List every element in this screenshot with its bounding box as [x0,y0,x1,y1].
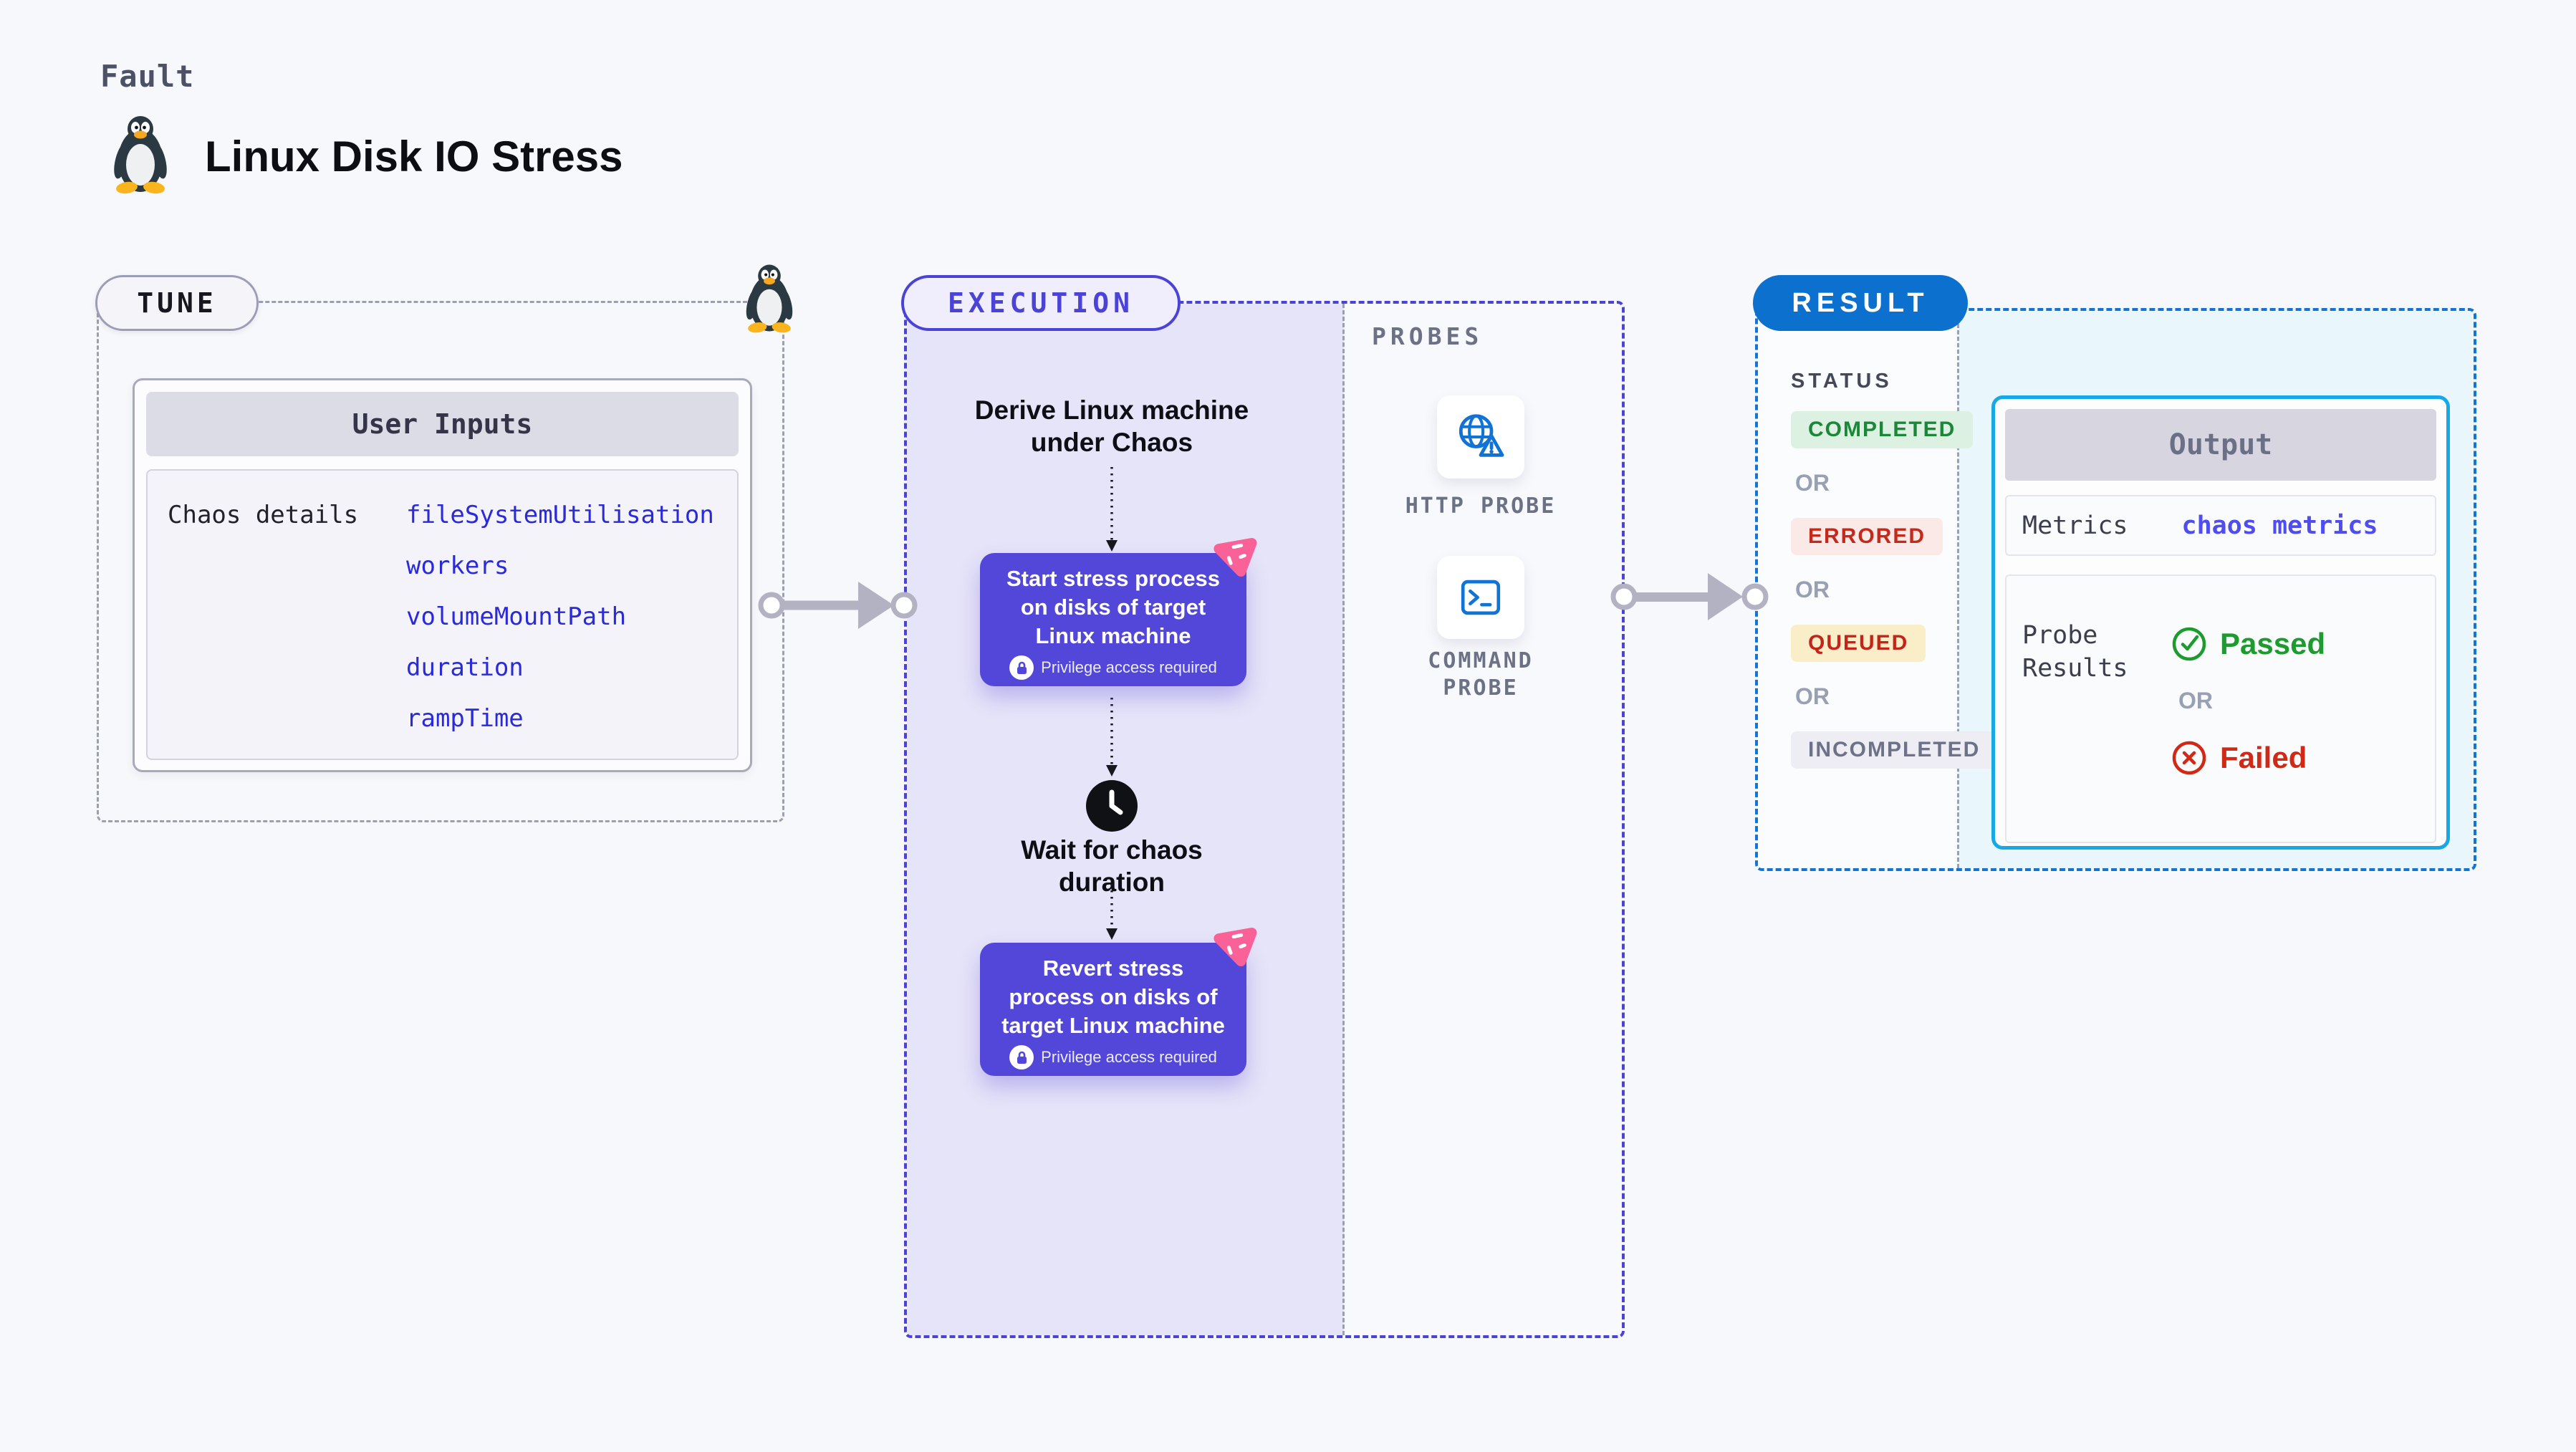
user-inputs-body: Chaos details fileSystemUtilisation work… [146,469,739,760]
node-text-line: Start stress process [1006,566,1221,591]
wait-line: Wait for chaos [1021,835,1203,865]
node-text-line: Linux machine [1035,623,1191,648]
execution-section [904,301,1625,1338]
derive-line: under Chaos [1030,428,1193,457]
user-inputs-header: User Inputs [146,392,739,456]
or-separator: OR [1795,683,1830,709]
passed-label: Passed [2220,627,2326,660]
status-list: COMPLETED OR ERRORED OR QUEUED OR INCOMP… [1791,411,1998,769]
status-heading: STATUS [1791,370,1893,393]
dotted-arrow-icon [1106,467,1118,552]
metrics-value: chaos metrics [2181,511,2378,540]
status-badge-errored: ERRORED [1791,518,1943,555]
wait-step-label: Wait for chaos duration [1004,834,1219,898]
node-text-line: target Linux machine [1001,1013,1225,1038]
input-value: rampTime [406,704,524,733]
command-probe-label: COMMAND PROBE [1428,648,1534,701]
user-inputs-card: User Inputs Chaos details fileSystemUtil… [133,378,752,772]
status-badge-completed: COMPLETED [1791,411,1974,448]
or-separator: OR [1795,470,1830,496]
clock-icon [1085,779,1138,832]
http-probe-label: HTTP PROBE [1405,494,1557,519]
arrow-right-icon [1610,573,1769,620]
output-header: Output [2005,409,2436,481]
node-text-line: Revert stress [1042,956,1184,981]
status-zone [1758,311,1959,868]
or-separator: OR [1795,577,1830,602]
probe-results-row: Probe Results Passed OR Failed [2005,574,2436,843]
probe-results-values: Passed OR Failed [2171,626,2325,776]
tune-stage-pill: TUNE [95,275,259,331]
check-circle-icon [2172,627,2206,661]
user-input-values: fileSystemUtilisation workers volumeMoun… [406,501,714,733]
fault-kicker: Fault [100,59,195,94]
page-title: Linux Disk IO Stress [205,133,623,181]
metrics-label: Metrics [2022,511,2128,540]
probes-divider [1342,304,1345,1335]
derive-line: Derive Linux machine [974,395,1249,425]
passed-result: Passed [2171,626,2325,662]
globe-alert-icon [1458,414,1504,457]
http-probe-card [1437,395,1524,479]
privilege-badge-label: Privilege access required [1041,1048,1217,1066]
terminal-icon [1461,580,1501,615]
execution-stage-pill: EXECUTION [901,275,1181,331]
status-badge-incompleted: INCOMPLETED [1791,731,1998,769]
start-stress-node: Start stress process on disks of target … [980,537,1257,686]
command-probe-card [1437,556,1524,639]
dotted-arrow-icon [1106,698,1118,777]
tune-section [97,301,784,822]
probes-heading: PROBES [1372,322,1484,350]
dotted-arrow-icon [1106,884,1118,940]
chaos-details-label: Chaos details [168,501,359,529]
output-card: Output Metrics chaos metrics Probe Resul… [1991,395,2450,850]
chaos-mark-icon [1213,927,1257,966]
input-value: workers [406,552,509,580]
failed-result: Failed [2171,740,2325,776]
lock-icon [1009,1045,1034,1069]
arrow-right-icon [758,582,918,629]
or-separator: OR [2178,688,2213,713]
failed-label: Failed [2220,741,2307,774]
node-text-line: on disks of target [1020,595,1206,620]
input-value: duration [406,653,524,682]
input-value: volumeMountPath [406,602,627,631]
input-value: fileSystemUtilisation [406,501,714,529]
tux-penguin-icon [746,264,793,333]
result-divider [1957,311,1959,868]
x-circle-icon [2172,741,2206,775]
metrics-row: Metrics chaos metrics [2005,495,2436,556]
privilege-badge: Privilege access required [980,1045,1246,1069]
probe-results-label: Probe Results [2022,621,2128,683]
node-text-line: process on disks of [1009,984,1218,1009]
lock-icon [1009,655,1034,680]
privilege-badge-label: Privilege access required [1041,658,1217,676]
status-badge-queued: QUEUED [1791,625,1926,662]
derive-step-label: Derive Linux machine under Chaos [969,394,1255,458]
revert-stress-node: Revert stress process on disks of target… [980,927,1257,1076]
privilege-badge: Privilege access required [980,655,1246,680]
tux-penguin-icon [114,116,167,194]
result-stage-pill: RESULT [1753,275,1968,331]
chaos-mark-icon [1213,537,1257,577]
